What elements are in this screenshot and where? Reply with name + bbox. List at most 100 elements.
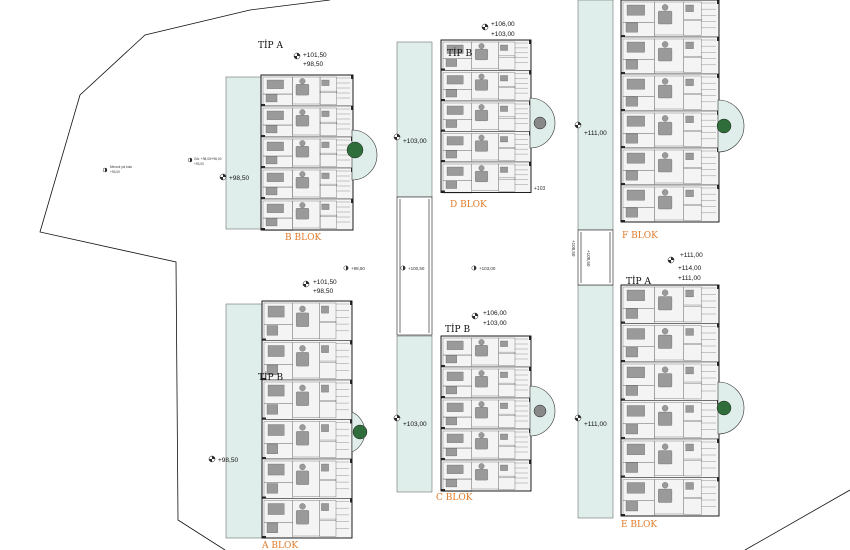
apartment-unit	[261, 419, 353, 460]
apartment-unit	[440, 131, 532, 163]
round-stair-b	[346, 129, 378, 181]
block-label-d: D BLOK	[450, 200, 487, 210]
svg-text:+101,50: +101,50	[303, 52, 327, 59]
building-block-c	[440, 335, 532, 492]
tip-label-e: TİP A	[626, 275, 651, 287]
elev-marker-b-top: +101,50 +98,50	[293, 52, 327, 68]
building-block-a	[261, 300, 353, 539]
svg-text:+114,00: +114,00	[678, 265, 702, 272]
round-stair-e	[716, 381, 745, 435]
block-label-a: A BLOK	[261, 541, 298, 550]
apartment-unit	[440, 100, 532, 133]
elev-center-mid: +103,00	[471, 265, 496, 271]
green-strip-a	[225, 303, 263, 539]
elev-marker-d-top: +106,00 +103,00	[481, 21, 515, 38]
green-strip-c	[396, 335, 433, 493]
round-stair-d	[529, 97, 556, 149]
elev-marker-a-top: +101,50 +98,50	[302, 279, 337, 295]
apartment-unit	[261, 379, 353, 420]
svg-text:+103,00: +103,00	[491, 31, 515, 38]
apartment-unit	[260, 74, 354, 107]
elev-center-left: +98,50	[343, 265, 365, 271]
block-label-f: F BLOK	[622, 231, 658, 241]
elev-left-small: Gör. +98,00/+96,00 +93,00	[187, 157, 222, 166]
round-stair-f	[716, 99, 745, 153]
apartment-unit	[440, 397, 532, 430]
apartment-unit	[440, 39, 532, 72]
svg-text:+103,00: +103,00	[483, 320, 507, 327]
svg-text:+93,00: +93,00	[194, 162, 204, 166]
site-boundary	[39, 0, 331, 550]
svg-text:+103: +103	[534, 186, 545, 192]
apartment-unit	[440, 428, 532, 461]
svg-text:+93,00: +93,00	[110, 170, 120, 174]
apartment-unit	[261, 340, 353, 381]
elev-ramp-mid: +100,50	[400, 265, 425, 271]
elev-strip-c: +103,00	[393, 414, 427, 428]
elev-strip-b: +98,50	[219, 173, 249, 182]
apartment-unit	[620, 36, 720, 75]
svg-text:+108,50: +108,50	[571, 240, 576, 257]
svg-text:Mevcut yol kotu: Mevcut yol kotu	[110, 165, 132, 169]
green-strip-b	[225, 76, 262, 230]
apartment-unit	[260, 105, 354, 138]
apartment-unit	[620, 400, 720, 440]
apartment-unit	[261, 300, 353, 341]
building-block-d	[440, 39, 532, 194]
apartment-unit	[620, 477, 720, 517]
green-strip-d	[396, 41, 433, 198]
elev-strip-e: +111,00	[574, 414, 607, 428]
svg-text:+108,50: +108,50	[586, 250, 591, 267]
apartment-unit	[261, 458, 353, 499]
apartment-unit	[260, 198, 354, 231]
block-label-b: B BLOK	[285, 233, 321, 243]
svg-text:+111,00: +111,00	[584, 421, 607, 428]
svg-text:+98,50: +98,50	[351, 266, 365, 271]
tip-label-c: TİP B	[445, 323, 470, 335]
ramp-right	[577, 229, 614, 286]
round-stair-a	[351, 411, 368, 453]
svg-text:+103,00: +103,00	[403, 138, 427, 145]
apartment-unit	[620, 147, 720, 186]
apartment-unit	[620, 323, 720, 363]
elev-marker-e-top: +111,00 +114,00 +111,00	[667, 252, 703, 282]
apartment-unit	[440, 366, 532, 399]
block-label-e: E BLOK	[621, 520, 657, 530]
apartment-unit	[440, 70, 532, 102]
building-block-f	[620, 0, 720, 223]
apartment-unit	[620, 361, 720, 401]
apartment-unit	[440, 161, 532, 194]
apartment-unit	[260, 136, 354, 169]
elev-ramp-right: +108,50 +108,50	[571, 240, 591, 267]
svg-text:+106,00: +106,00	[483, 310, 507, 317]
building-block-b	[260, 74, 354, 231]
site-boundary-right	[744, 489, 850, 550]
apartment-unit	[260, 167, 354, 200]
building-block-e	[620, 284, 720, 517]
tip-label-d: TİP B	[447, 47, 472, 59]
svg-text:+98,50: +98,50	[303, 61, 323, 68]
apartment-unit	[620, 438, 720, 478]
elev-strip-d: +103,00	[393, 133, 427, 145]
apartment-unit	[620, 184, 720, 223]
svg-text:+103,00: +103,00	[479, 266, 496, 271]
svg-text:+101,50: +101,50	[313, 279, 337, 286]
elev-far-left: Mevcut yol kotu +93,00	[102, 165, 132, 174]
svg-text:+98,50: +98,50	[229, 175, 249, 182]
svg-text:+111,00: +111,00	[680, 252, 703, 259]
tip-label-a-inner: TİP B	[258, 371, 283, 383]
tip-label-b: TİP A	[258, 39, 283, 51]
svg-text:+103,00: +103,00	[403, 421, 427, 428]
apartment-unit	[440, 335, 532, 368]
green-strip-e	[577, 284, 614, 519]
elev-marker-c-top: +106,00 +103,00	[471, 310, 507, 327]
green-strip-f	[577, 0, 614, 231]
round-stair-c	[529, 385, 556, 437]
svg-text:+111,00: +111,00	[584, 130, 607, 137]
elev-strip-f: +111,00	[574, 121, 607, 137]
apartment-unit	[620, 110, 720, 149]
apartment-unit	[620, 0, 720, 38]
svg-text:+98,50: +98,50	[218, 457, 238, 464]
elev-north-small: +103	[534, 186, 545, 192]
